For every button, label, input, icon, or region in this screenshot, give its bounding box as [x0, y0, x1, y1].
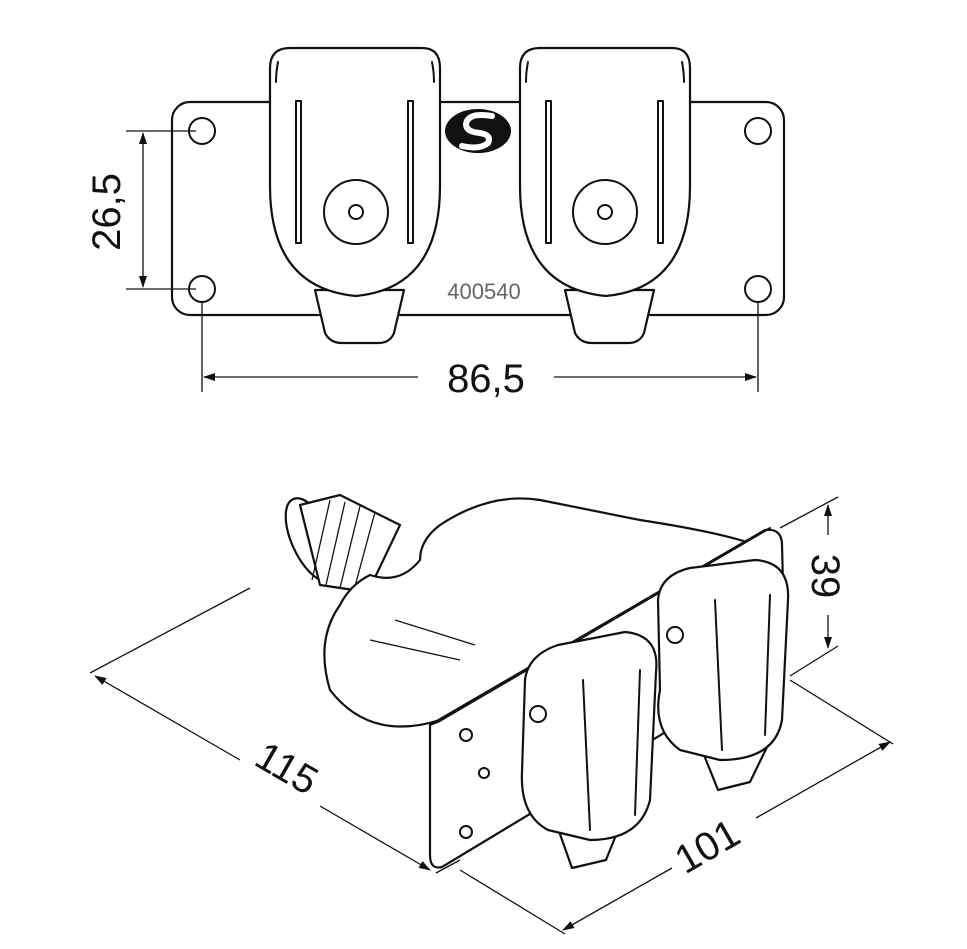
logo-s-icon: [445, 109, 511, 153]
socket-cover-left: [268, 46, 442, 345]
dimension-depth-label: 101: [668, 811, 748, 882]
rear-housing: [323, 497, 782, 728]
dimension-width-label: 86,5: [447, 357, 525, 401]
socket-cover-right: [518, 46, 692, 345]
iso-socket-right: [656, 558, 790, 792]
mounting-hole-top-right: [744, 117, 772, 145]
isometric-view: 115 101 39: [89, 493, 894, 935]
dimension-height-iso: 39: [779, 496, 847, 677]
cable-gland: [284, 493, 402, 594]
dimension-length-label: 115: [248, 734, 325, 804]
iso-socket-left: [520, 630, 658, 870]
dimension-width-top: 86,5: [201, 302, 759, 401]
dimension-height-label: 26,5: [85, 173, 129, 251]
dimension-height-top: 26,5: [85, 130, 196, 290]
front-view: 400540 26,5 86,5: [85, 46, 786, 401]
dimension-height-iso-label: 39: [803, 554, 847, 599]
part-number-label: 400540: [447, 279, 520, 304]
